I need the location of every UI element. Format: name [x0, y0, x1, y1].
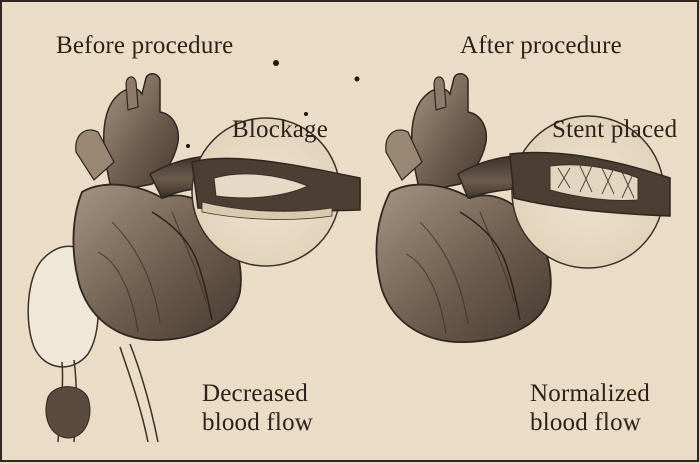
left-aorta-branch [126, 77, 138, 110]
lower-organ [46, 387, 90, 438]
blockage-callout: Blockage [232, 116, 328, 145]
dot [186, 144, 190, 148]
after-heading: After procedure [460, 32, 622, 61]
dot [273, 60, 279, 66]
stent-callout: Stent placed [552, 116, 677, 145]
dot [355, 77, 360, 82]
before-heading: Before procedure [56, 32, 233, 61]
after-caption-line1: Normalized [530, 380, 650, 409]
before-caption-line2: blood flow [202, 409, 313, 438]
before-caption-line1: Decreased [202, 380, 313, 409]
before-caption: Decreased blood flow [202, 380, 313, 438]
after-caption: Normalized blood flow [530, 380, 650, 438]
right-aorta-branch [434, 77, 446, 110]
after-caption-line2: blood flow [530, 409, 650, 438]
